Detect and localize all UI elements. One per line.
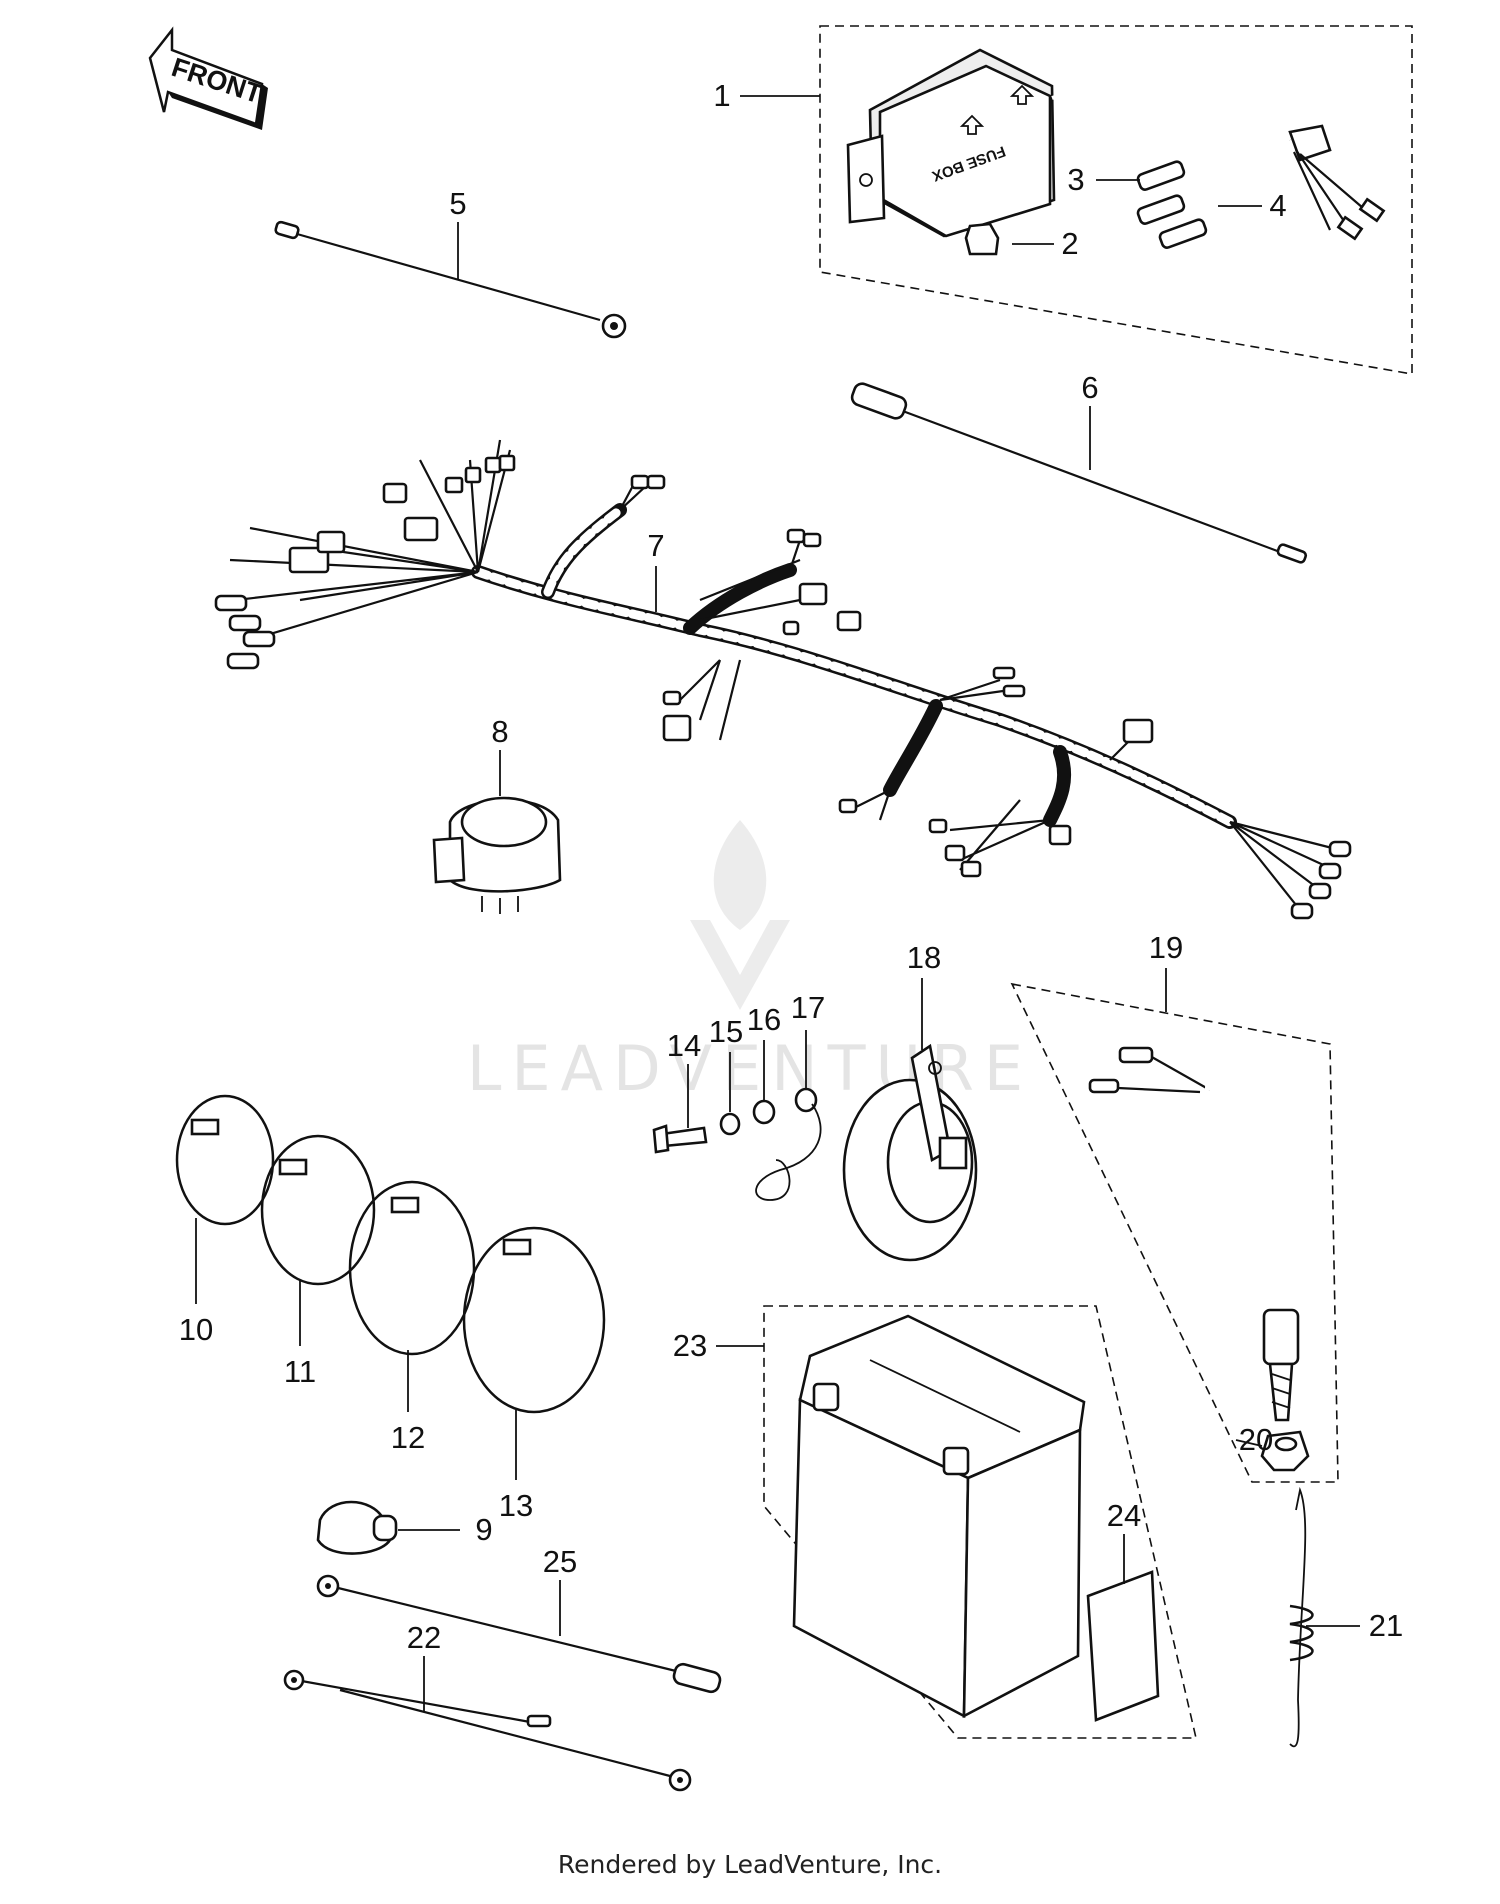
callout-9: 9 xyxy=(475,1512,492,1547)
callout-6: 6 xyxy=(1081,370,1098,405)
callout-3: 3 xyxy=(1067,162,1084,197)
lead-wire-6 xyxy=(850,382,1308,564)
leader-lines xyxy=(195,95,1360,1712)
battery-assembly xyxy=(763,1305,1198,1739)
terminal-cap-9 xyxy=(316,1500,398,1555)
callout-5: 5 xyxy=(449,186,466,221)
callout-10: 10 xyxy=(179,1312,213,1347)
callout-2: 2 xyxy=(1061,226,1078,261)
lead-wire-5 xyxy=(274,220,627,339)
callout-18: 18 xyxy=(907,940,941,975)
callout-14: 14 xyxy=(667,1028,701,1063)
callout-24: 24 xyxy=(1107,1498,1141,1533)
callout-11: 11 xyxy=(284,1354,316,1389)
stop-switch-assembly xyxy=(1010,982,1339,1748)
callout-21: 21 xyxy=(1369,1608,1403,1643)
callout-12: 12 xyxy=(391,1420,425,1455)
horn-assembly xyxy=(652,1043,978,1262)
callout-13: 13 xyxy=(499,1488,533,1523)
callout-15: 15 xyxy=(709,1014,743,1049)
main-wiring-harness xyxy=(214,439,1352,920)
callout-20: 20 xyxy=(1239,1422,1273,1457)
callout-22: 22 xyxy=(407,1620,441,1655)
fuse-box-assembly: FUSE BOX xyxy=(819,25,1413,375)
callout-25: 25 xyxy=(543,1544,577,1579)
callout-8: 8 xyxy=(491,714,508,749)
callout-19: 19 xyxy=(1149,930,1183,965)
callout-17: 17 xyxy=(791,990,825,1025)
callout-4: 4 xyxy=(1269,188,1286,223)
callout-7: 7 xyxy=(647,528,664,563)
footer-credit: Rendered by LeadVenture, Inc. xyxy=(557,1850,943,1879)
callout-1: 1 xyxy=(713,78,730,113)
watermark-v-icon xyxy=(690,920,790,1010)
callout-numbers: 1 2 3 4 5 6 7 8 9 10 11 12 13 14 15 16 1… xyxy=(179,78,1403,1655)
watermark-flame-icon xyxy=(713,820,767,930)
battery-lead-25 xyxy=(316,1574,722,1694)
relay-8 xyxy=(432,796,562,914)
watermark-text: LEADVENTURE xyxy=(467,1032,1033,1105)
band-clamps xyxy=(175,1094,606,1414)
callout-23: 23 xyxy=(673,1328,707,1363)
battery-lead-22 xyxy=(283,1669,692,1792)
callout-16: 16 xyxy=(747,1002,781,1037)
front-direction-arrow: FRONT xyxy=(148,26,268,130)
